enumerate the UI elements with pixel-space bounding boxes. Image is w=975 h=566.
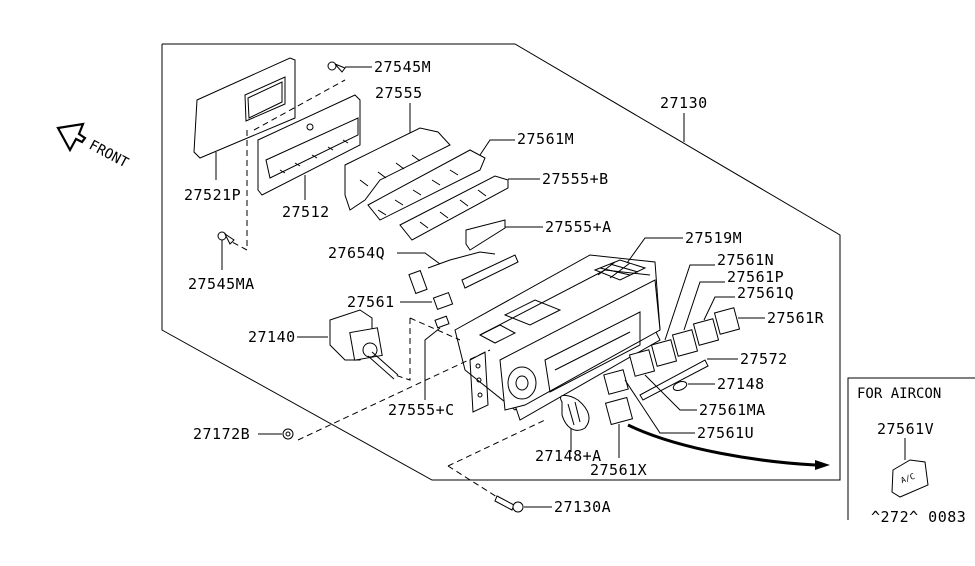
part-27555C-clip [434, 315, 450, 329]
label-27561Q: 27561Q [737, 284, 794, 302]
part-27555-link [344, 127, 451, 211]
part-button-27561N [650, 339, 678, 367]
part-button-27561R [713, 307, 741, 335]
part-27172B-nut [282, 428, 294, 440]
part-button-27561U [603, 369, 629, 395]
part-27545M-clip [327, 61, 346, 73]
part-27555A-lever [465, 219, 506, 251]
part-27561M-switches [367, 149, 486, 221]
part-27561V-ac-switch [891, 459, 929, 498]
part-27519M-housing [454, 254, 661, 421]
part-27512-panel [257, 94, 361, 196]
part-27555B-link [399, 175, 509, 241]
label-27148A: 27148+A [535, 447, 602, 465]
part-button-27561Q [692, 318, 720, 346]
label-27561X: 27561X [590, 461, 647, 479]
label-27130A: 27130A [554, 498, 611, 516]
part-27521P-bezel [193, 57, 296, 159]
label-27521P: 27521P [184, 186, 241, 204]
part-27148-bulb [672, 381, 688, 391]
label-27545MA: 27545MA [188, 275, 255, 293]
part-27561-switch [432, 291, 454, 311]
label-27555C: 27555+C [388, 401, 455, 419]
label-27561N: 27561N [717, 251, 774, 269]
label-27561R: 27561R [767, 309, 825, 327]
label-27561V: 27561V [877, 420, 934, 438]
part-27545MA-clip [217, 231, 235, 245]
label-27148: 27148 [717, 375, 765, 393]
label-27130: 27130 [660, 94, 708, 112]
label-27561M: 27561M [517, 130, 574, 148]
part-button-27561X [604, 396, 634, 426]
part-button-27561MA [628, 349, 656, 377]
front-label: FRONT [86, 137, 131, 171]
label-27140: 27140 [248, 328, 296, 346]
part-27140-blower-switch [329, 309, 399, 380]
front-arrow-icon [56, 122, 87, 153]
label-27654Q: 27654Q [328, 244, 385, 262]
label-27561: 27561 [347, 293, 395, 311]
assembly-boundary [161, 43, 841, 481]
label-27561P: 27561P [727, 268, 784, 286]
label-27555B: 27555+B [542, 170, 609, 188]
drawing-code: ^272^ 0083 [871, 508, 966, 526]
label-27519M: 27519M [685, 229, 742, 247]
inset-title: FOR AIRCON [857, 386, 941, 402]
label-27572: 27572 [740, 350, 788, 368]
part-button-27561P [671, 329, 699, 357]
part-27148A-knob [560, 394, 590, 431]
inset-pointer-arrow [627, 423, 816, 467]
label-27555A: 27555+A [545, 218, 612, 236]
part-27654Q-cable [408, 251, 519, 295]
label-27512: 27512 [282, 203, 330, 221]
inset-for-aircon: FOR AIRCON 27561V A/C ^272^ 0083 [847, 377, 975, 526]
label-27545M: 27545M [374, 58, 431, 76]
label-27561U: 27561U [697, 424, 754, 442]
label-27172B: 27172B [193, 425, 250, 443]
label-27561MA: 27561MA [699, 401, 766, 419]
part-27130A-screw [494, 495, 524, 513]
part-27572-strip [639, 359, 709, 401]
label-27555: 27555 [375, 84, 423, 102]
